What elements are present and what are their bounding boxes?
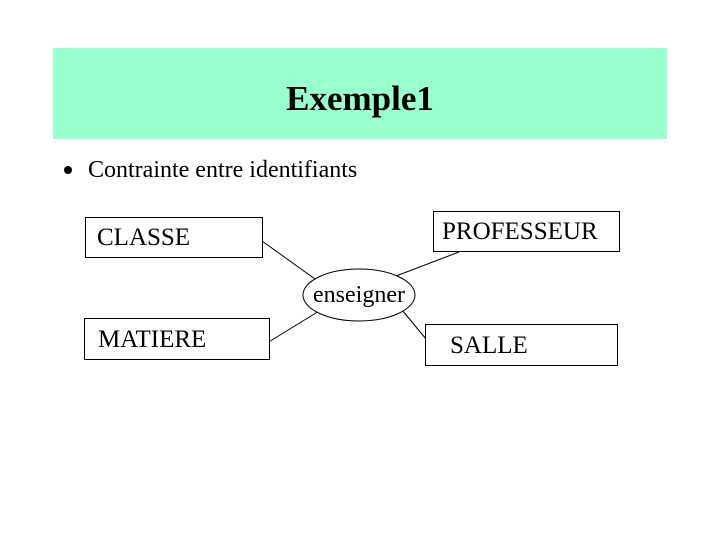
bullet-item: Contrainte entre identifiants bbox=[64, 156, 357, 184]
relation-label: enseigner bbox=[313, 281, 405, 308]
entity-label-professeur: PROFESSEUR bbox=[442, 218, 598, 245]
connector-line-classe bbox=[261, 240, 323, 285]
bullet-dot-icon bbox=[64, 166, 72, 174]
connector-line-professeur bbox=[395, 251, 460, 277]
relation-ellipse bbox=[302, 268, 416, 322]
entity-label-matiere: MATIERE bbox=[98, 325, 207, 353]
connector-line-matiere bbox=[266, 307, 325, 344]
slide-title: Exemple1 bbox=[286, 78, 434, 118]
relation-label-wrap: enseigner bbox=[303, 271, 415, 319]
entity-box-salle: SALLE bbox=[425, 324, 618, 366]
entity-label-classe: CLASSE bbox=[97, 224, 191, 251]
title-banner: Exemple1 bbox=[53, 48, 667, 139]
entity-box-classe: CLASSE bbox=[85, 217, 263, 258]
bullet-text: Contrainte entre identifiants bbox=[88, 157, 358, 183]
entity-label-salle: SALLE bbox=[450, 331, 528, 359]
entity-box-matiere: MATIERE bbox=[84, 318, 270, 360]
entity-box-professeur: PROFESSEUR bbox=[433, 211, 620, 252]
